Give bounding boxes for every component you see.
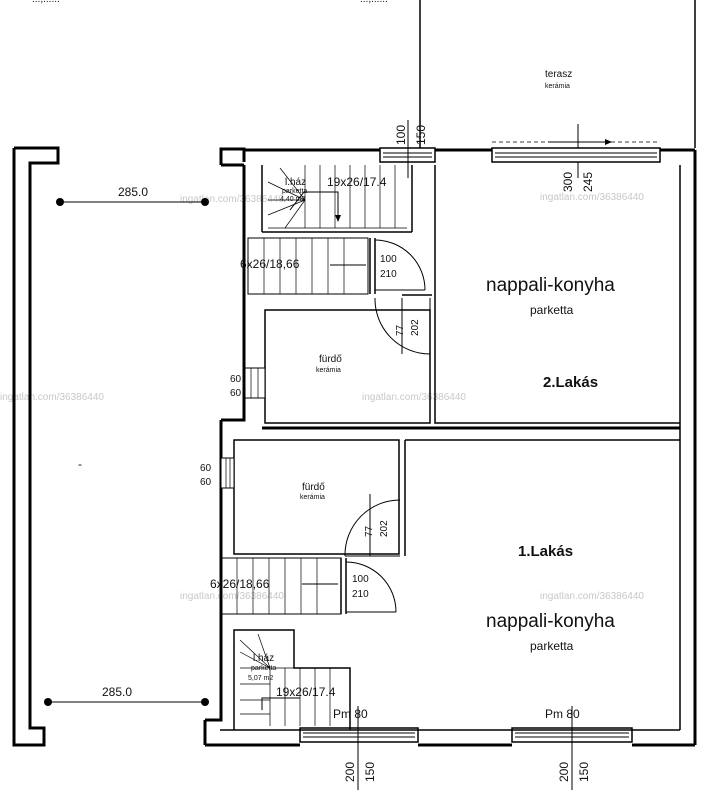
flat2-title: 2.Lakás (543, 374, 598, 391)
flat1-living-material: parketta (530, 639, 574, 653)
flat2-living-name: nappali-konyha (486, 275, 615, 296)
flat1-window-br-h: 150 (577, 762, 591, 782)
flat2-bath-material: kerámia (316, 367, 341, 374)
flat1-bathroom (233, 439, 400, 555)
watermark-1: ingatlan.com/36386440 (180, 194, 284, 205)
watermark-5: ingatlan.com/36386440 (180, 591, 284, 602)
window-flat1-bottom-right: 200 150 (557, 706, 591, 790)
dash-mark: - (78, 457, 82, 471)
flat1-door-bath-w: 77 (364, 525, 375, 537)
left-wall-strip: - (12, 146, 82, 747)
flat2-door-bath-w: 77 (395, 324, 406, 336)
flat1-title: 1.Lakás (518, 543, 573, 560)
window-flat2-top-door: 100 150 (394, 120, 428, 178)
flat1-door-bath-h: 202 (379, 520, 390, 537)
flat2-window-top-w: 100 (394, 125, 408, 145)
flat1-window-bl-h: 150 (363, 762, 377, 782)
flat1-pm-right: Pm 80 (545, 707, 580, 721)
window-flat1-bottom-left: 200 150 (343, 706, 377, 790)
flat1-stair-room-name: l.ház (253, 653, 274, 664)
flat1-pm-left: Pm 80 (333, 707, 368, 721)
flat1-stair-room-area: 5,07 m2 (248, 675, 273, 682)
flat2-window-top-h: 150 (414, 125, 428, 145)
flat2-door-stair-w: 100 (380, 254, 397, 265)
flat1-door-stair-h: 210 (352, 589, 369, 600)
flat1-window-bath-w: 60 (200, 463, 212, 474)
door-flat1-stair: 100 210 (340, 558, 397, 614)
door-flat2-bath: 77 202 (374, 294, 432, 355)
flat-2: l.ház parketta 4,40 m2 19x26/17.4 6x26/1… (230, 120, 680, 430)
flat1-bath-material: kerámia (300, 494, 325, 501)
flat1-bath-name: fürdő (302, 482, 325, 493)
flat2-window-bath-h: 60 (230, 388, 242, 399)
terrace: terasz kerámia (419, 0, 696, 178)
flat2-window-terrace-w: 300 (561, 172, 575, 192)
watermark-6: ingatlan.com/36386440 (540, 591, 644, 602)
flat-1: fürdő kerámia 77 202 60 60 1.Lakás nappa… (200, 439, 680, 790)
window-flat2-bath: 60 60 (230, 367, 266, 399)
flat1-door-stair-w: 100 (352, 574, 369, 585)
flat2-living-material: parketta (530, 303, 574, 317)
watermark-3: ingatlan.com/36386440 (0, 392, 104, 403)
flat2-stair-upper-label: 19x26/17.4 (327, 175, 387, 189)
dimension-top-label: 285.0 (118, 185, 148, 199)
flat2-window-terrace-h: 245 (581, 172, 595, 192)
door-flat1-bath: 77 202 (344, 440, 406, 557)
flat2-door-bath-h: 202 (410, 319, 421, 336)
flat2-stair-lower-label: 6x26/18,66 (240, 257, 300, 271)
flat2-bath-name: fürdő (319, 354, 342, 365)
watermark-4: ingatlan.com/36386440 (362, 392, 466, 403)
watermark-2: ingatlan.com/36386440 (540, 192, 644, 203)
flat1-living-name: nappali-konyha (486, 611, 615, 632)
flat2-window-bath-w: 60 (230, 374, 242, 385)
flat1-stair-room-material: parketta (251, 665, 276, 672)
dimension-top: 285.0 (56, 185, 209, 206)
dimension-bottom-label: 285.0 (102, 685, 132, 699)
flat1-window-bath-h: 60 (200, 477, 212, 488)
stair-flat2-lower (247, 237, 369, 295)
terrace-material: kerámia (545, 83, 570, 90)
window-flat1-bath: 60 60 (200, 457, 235, 489)
flat2-bathroom (264, 309, 431, 424)
door-flat2-stair: 100 210 (369, 238, 426, 294)
window-flat2-terrace: 300 245 (561, 172, 595, 192)
flat1-stair-upper-label: 6x26/18,66 (210, 577, 270, 591)
stair-flat1-upper (220, 557, 342, 615)
stair-flat2-upper (267, 165, 407, 229)
flat1-stair-lower-label: 19x26/17.4 (276, 685, 336, 699)
flat1-window-bl-w: 200 (343, 762, 357, 782)
flat2-stair-room-material: parketta (282, 188, 307, 195)
dimension-bottom: 285.0 (44, 685, 209, 706)
stair-flat1-lower (239, 633, 331, 726)
top-cut-text-left: ...,...... (32, 0, 60, 5)
flat2-door-stair-h: 210 (380, 269, 397, 280)
top-cut-text-right: ...,...... (360, 0, 388, 5)
flat2-stair-room-area: 4,40 m2 (280, 196, 305, 203)
flat2-stair-room-name: l.ház (285, 177, 306, 188)
terrace-name: terasz (545, 69, 572, 80)
flat1-window-br-w: 200 (557, 762, 571, 782)
